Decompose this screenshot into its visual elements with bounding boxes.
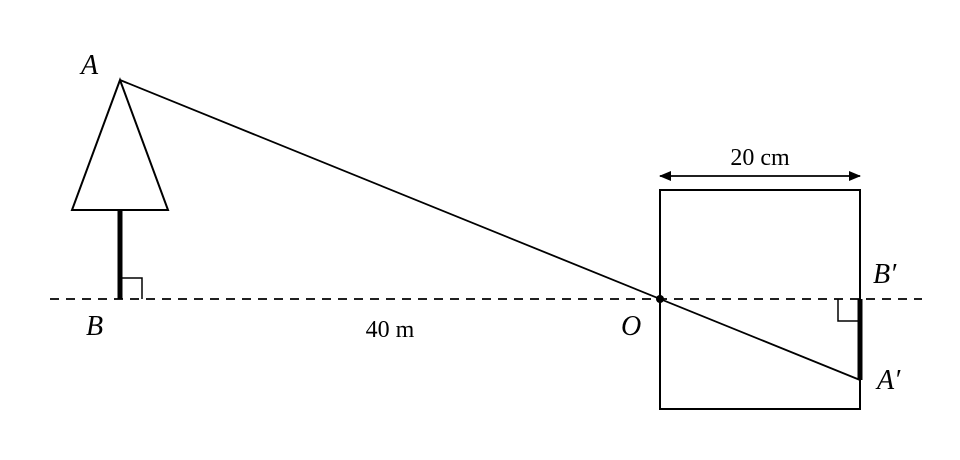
light-ray [119,79,861,381]
label-a: A [79,50,99,81]
label-a-prime: A′ [875,365,901,396]
label-o: O [621,311,641,342]
label-b-prime: B′ [873,259,897,290]
tree [70,77,170,299]
tree-crown [70,77,170,211]
box-width-label: 20 cm [730,145,790,171]
right-angle-mark-b-prime [837,299,858,322]
label-b: B [86,311,103,342]
right-angle-mark-b [122,277,143,299]
distance-label: 40 m [366,317,415,343]
